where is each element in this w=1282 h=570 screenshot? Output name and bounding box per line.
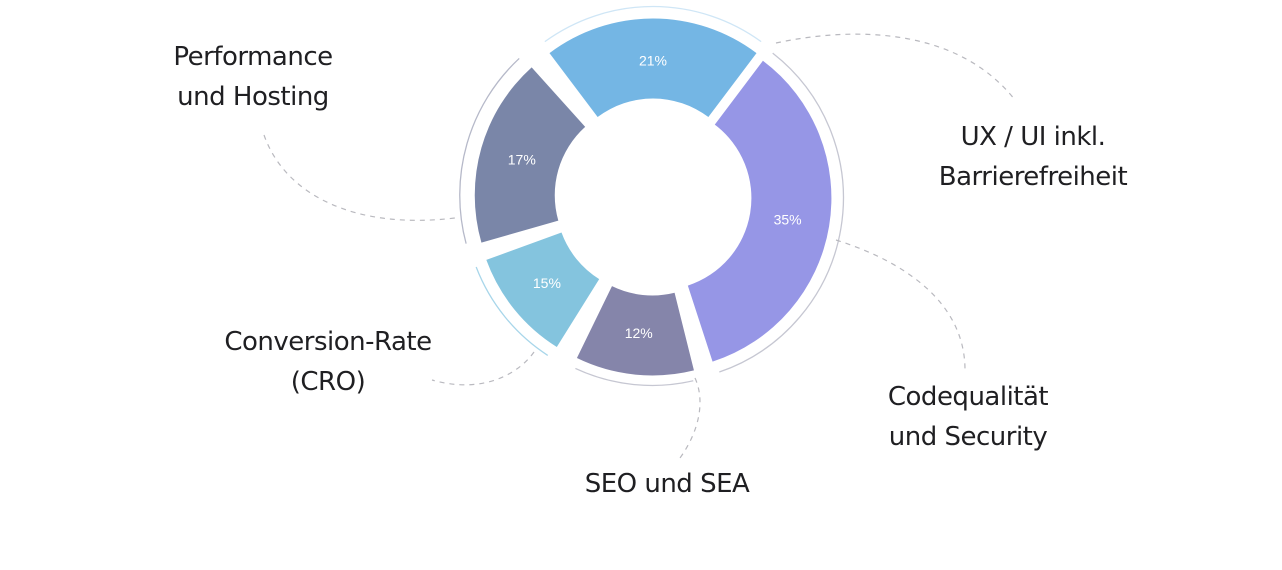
outer-guide-arc [719,52,845,373]
segment-percentage-label: 17% [508,151,536,167]
connector-ux-ui [775,33,1016,101]
segment-category-label: Barrierefreiheit [939,162,1128,192]
segment-category-label: SEO und SEA [585,469,750,499]
outer-guide-arc [544,5,762,43]
connector-codequalitaet [835,239,966,371]
donut-segment [474,67,586,243]
donut-segment [687,60,832,362]
segment-percentage-label: 12% [625,325,653,341]
segment-percentage-label: 15% [533,275,561,291]
outer-guide-arc [459,57,520,244]
connector-seo [679,377,701,459]
outer-guide-arc [475,266,549,356]
percentage-labels: 35% 12% 15% 17% 21% [508,53,802,341]
segment-percentage-label: 21% [639,53,667,69]
outer-guide-arcs [459,5,845,387]
segment-category-label: Conversion-Rate [224,327,431,357]
donut-segment [549,18,757,118]
segment-category-label: (CRO) [291,367,365,397]
segment-category-label: UX / UI inkl. [961,122,1106,152]
segment-category-label: und Hosting [177,82,329,112]
segment-percentage-label: 35% [774,212,802,228]
donut-segment [486,232,600,347]
segment-category-label: Codequalität [888,382,1049,412]
segment-category-label: Performance [173,42,332,72]
donut-segments [474,18,832,376]
connector-performance [263,134,456,221]
outer-guide-arc [575,367,694,387]
segment-category-label: und Security [889,422,1048,452]
segment-labels: UX / UI inkl. BarrierefreiheitCodequalitä… [173,42,1128,499]
connector-cro [431,351,535,386]
donut-segment [576,286,694,376]
